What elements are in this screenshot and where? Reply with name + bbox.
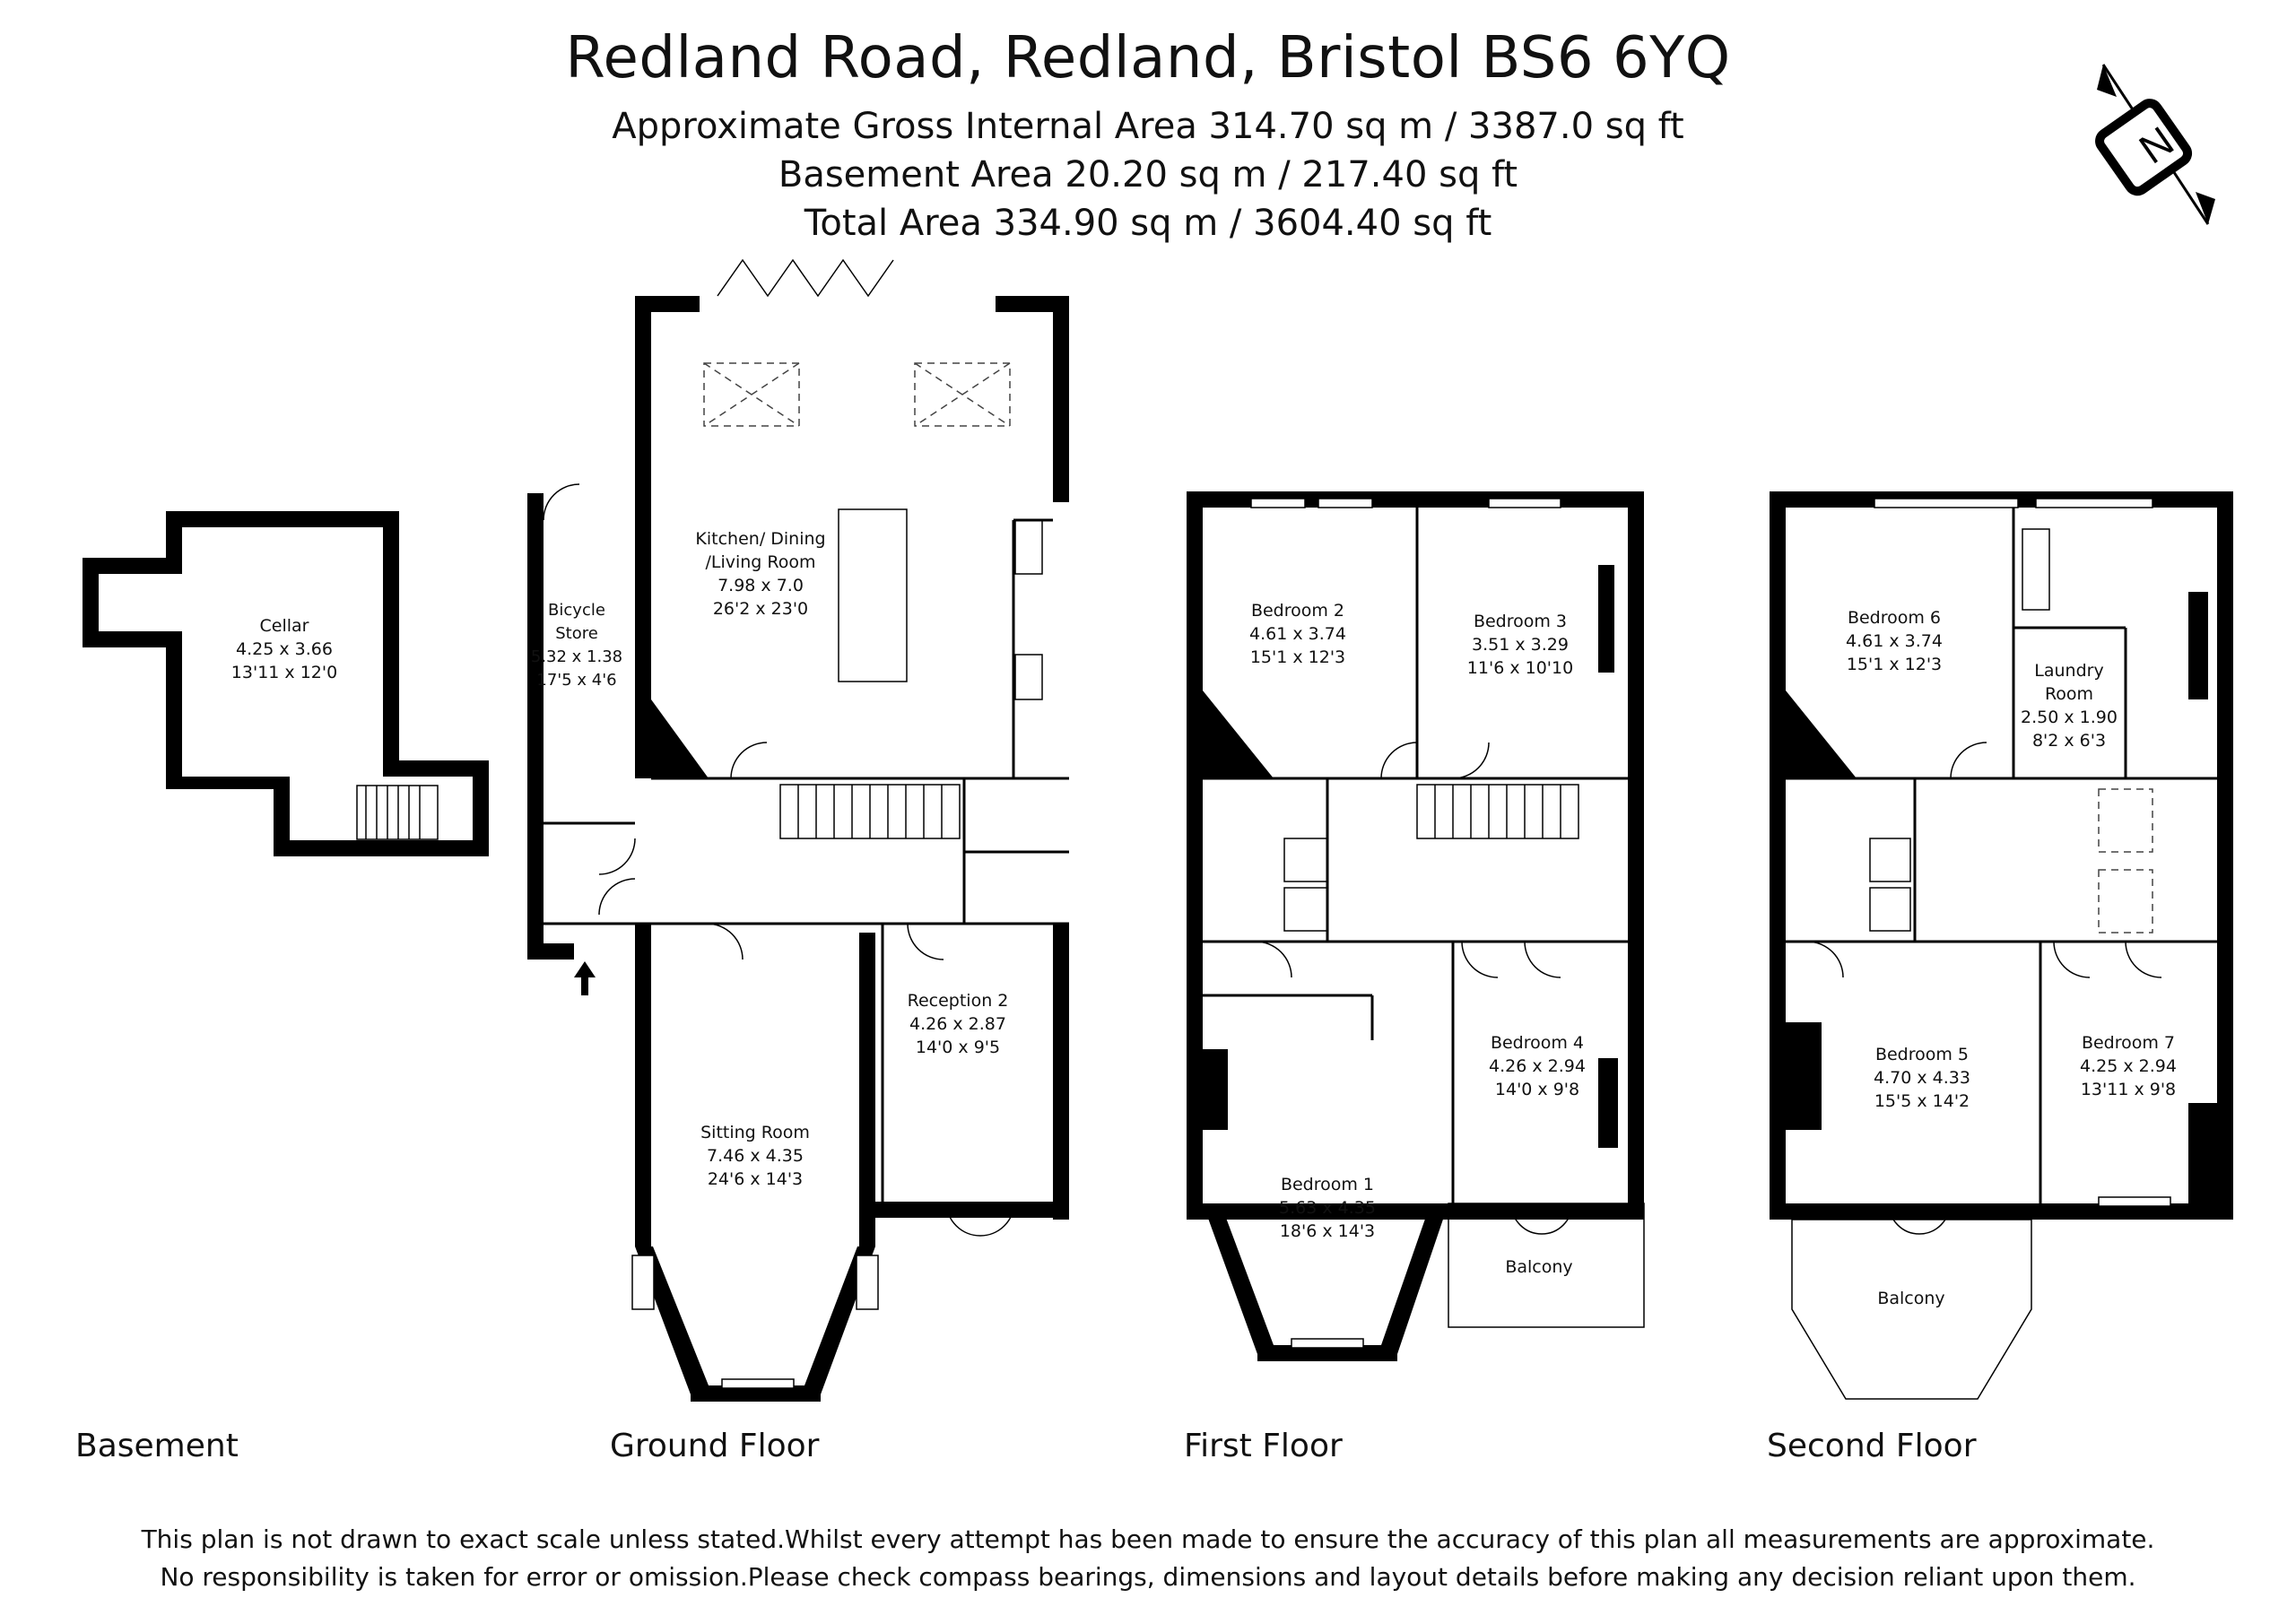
room-bedroom-3: Bedroom 3 3.51 x 3.29 11'6 x 10'10	[1466, 612, 1574, 678]
first-floor-plan	[1187, 491, 1645, 1361]
room-bedroom-6: Bedroom 6 4.61 x 3.74 15'1 x 12'3	[1846, 608, 1943, 674]
room-balcony-first: Balcony	[1505, 1257, 1573, 1277]
basement-area: Basement Area 20.20 sq m / 217.40 sq ft	[778, 154, 1518, 195]
room-kitchen: Kitchen/ Dining /Living Room 7.98 x 7.0 …	[695, 529, 826, 619]
room-laundry: Laundry Room 2.50 x 1.90 8'2 x 6'3	[2021, 661, 2118, 751]
room-balcony-second: Balcony	[1877, 1289, 1945, 1308]
floor-label-second: Second Floor	[1767, 1428, 1977, 1464]
floor-label-first: First Floor	[1184, 1428, 1343, 1464]
room-cellar: Cellar 4.25 x 3.66 13'11 x 12'0	[230, 616, 338, 682]
second-floor-plan	[1770, 491, 2233, 1400]
disclaimer-line-1: This plan is not drawn to exact scale un…	[141, 1524, 2155, 1554]
gross-internal-area: Approximate Gross Internal Area 314.70 s…	[612, 106, 1684, 147]
room-bedroom-2: Bedroom 2 4.61 x 3.74 15'1 x 12'3	[1249, 601, 1346, 667]
disclaimer-line-2: No responsibility is taken for error or …	[160, 1562, 2136, 1592]
room-bicycle-store: Bicycle Store 5.32 x 1.38 17'5 x 4'6	[530, 601, 623, 690]
total-area: Total Area 334.90 sq m / 3604.40 sq ft	[804, 203, 1492, 244]
ground-floor-plan	[527, 258, 1069, 1402]
room-bedroom-1: Bedroom 1 5.63 x 4.35 18'6 x 14'3	[1279, 1175, 1376, 1241]
basement-plan	[83, 511, 489, 856]
room-sitting-room: Sitting Room 7.46 x 4.35 24'6 x 14'3	[700, 1123, 810, 1189]
room-bedroom-5: Bedroom 5 4.70 x 4.33 15'5 x 14'2	[1874, 1045, 1970, 1111]
room-bedroom-7: Bedroom 7 4.25 x 2.94 13'11 x 9'8	[2080, 1033, 2177, 1099]
floor-label-basement: Basement	[75, 1428, 239, 1464]
room-reception-2: Reception 2 4.26 x 2.87 14'0 x 9'5	[907, 991, 1009, 1057]
floor-label-ground: Ground Floor	[610, 1428, 820, 1464]
compass-icon: N	[2095, 64, 2215, 225]
page-title: Redland Road, Redland, Bristol BS6 6YQ	[565, 25, 1731, 91]
room-bedroom-4: Bedroom 4 4.26 x 2.94 14'0 x 9'8	[1489, 1033, 1586, 1099]
